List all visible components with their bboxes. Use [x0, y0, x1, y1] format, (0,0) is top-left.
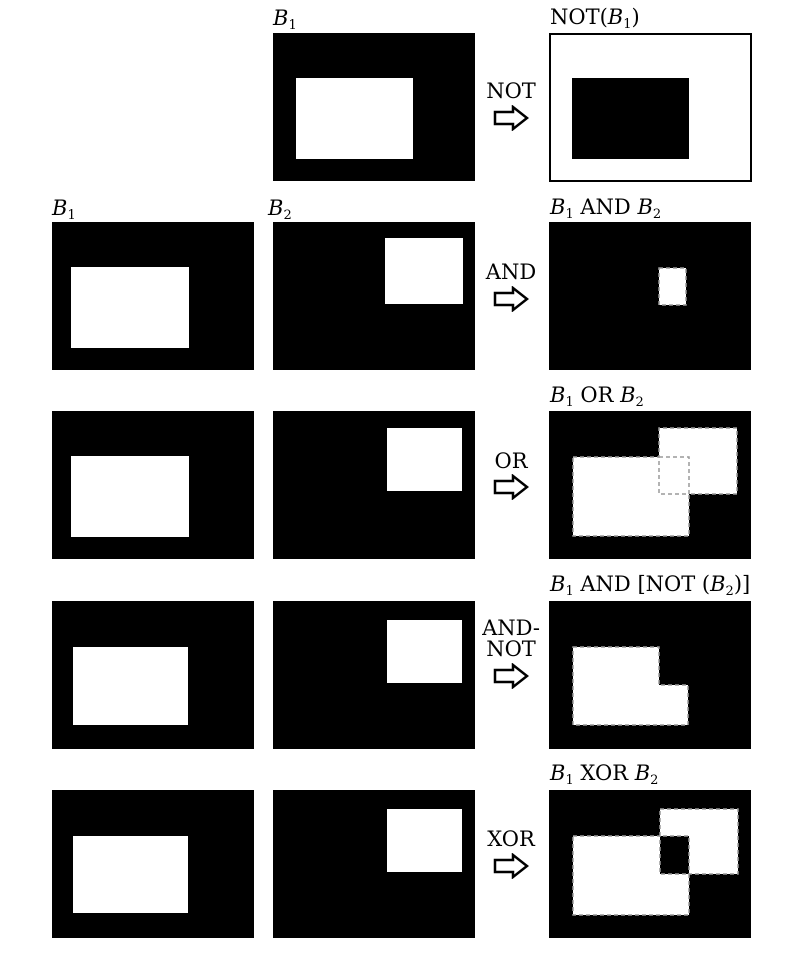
- operator-or: OR: [494, 449, 528, 473]
- operator-and-not: AND-NOT: [482, 616, 540, 661]
- image-b1: [52, 411, 254, 559]
- operator-not: NOT: [486, 79, 536, 103]
- arrow-right-icon: [493, 105, 529, 131]
- image-b1-and-not-b2: [549, 601, 751, 749]
- image-not-b1: [549, 33, 752, 182]
- image-b1-and-b2: [549, 222, 751, 370]
- label-row0-not-b1: NOT(B1): [550, 5, 640, 32]
- arrow-right-icon: [493, 663, 529, 689]
- operator-xor: XOR: [487, 827, 535, 851]
- label-b1-and-not-b2: B1 AND [NOT (B2)]: [550, 572, 751, 599]
- operator-and: AND: [485, 260, 537, 284]
- image-b1: [52, 601, 254, 749]
- image-b2: [273, 411, 475, 559]
- arrow-right-icon: [493, 853, 529, 879]
- image-b1-or-b2: [549, 411, 751, 559]
- arrow-right-icon: [493, 286, 529, 312]
- label-row0-b1: B1: [273, 6, 297, 33]
- label-b1-xor-b2: B1 XOR B2: [550, 761, 659, 788]
- image-b1: [52, 790, 254, 938]
- image-b2: [273, 601, 475, 749]
- label-row1-b1: B1: [52, 196, 76, 223]
- image-b1: [273, 33, 475, 181]
- label-b1-or-b2: B1 OR B2: [550, 383, 644, 410]
- image-b1: [52, 222, 254, 370]
- image-b2: [273, 222, 475, 370]
- label-row1-b2: B2: [268, 196, 292, 223]
- image-b2: [273, 790, 475, 938]
- label-b1-and-b2: B1 AND B2: [550, 195, 662, 222]
- arrow-right-icon: [493, 474, 529, 500]
- image-b1-xor-b2: [549, 790, 751, 938]
